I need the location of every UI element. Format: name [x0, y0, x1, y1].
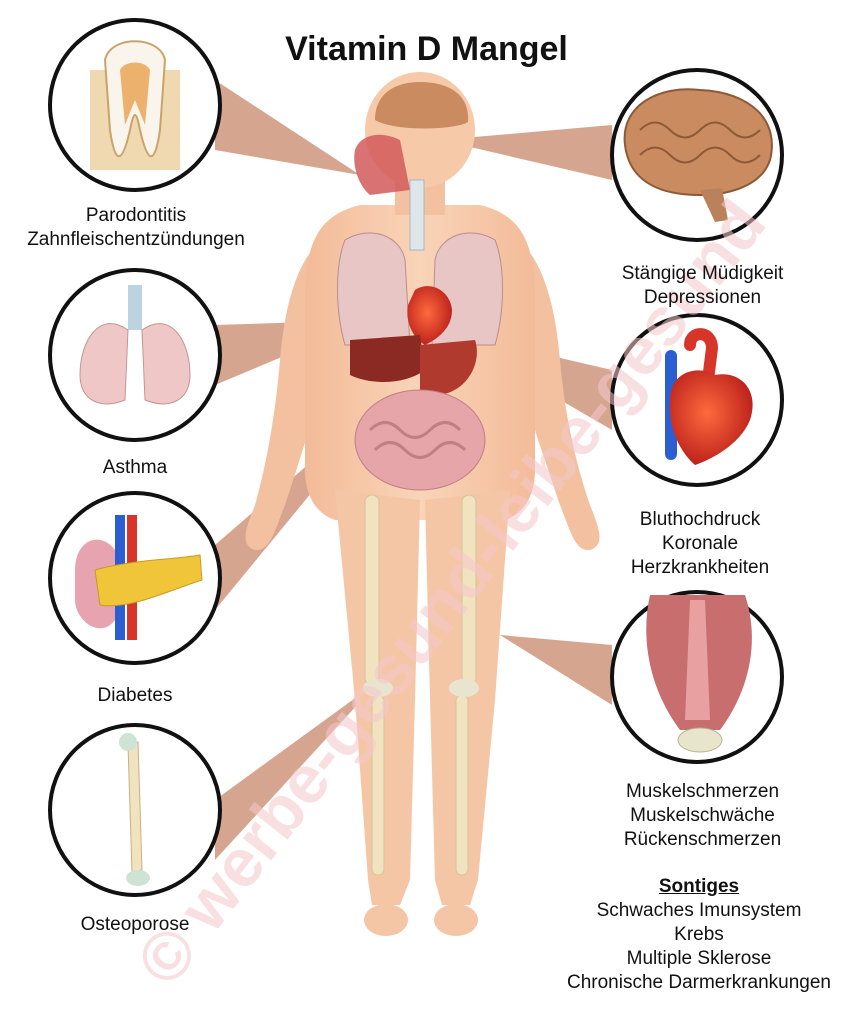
right-foot: [434, 904, 478, 936]
caption-heart: Bluthochdruck Koronale Herzkrankheiten: [600, 508, 800, 580]
trachea: [409, 179, 425, 251]
intestines: [354, 389, 486, 491]
caption-bone: Osteoporose: [50, 913, 220, 937]
human-body: [245, 72, 600, 936]
circle-bone: [48, 723, 222, 897]
head-brain: [375, 82, 469, 129]
circle-pancreas: [48, 491, 222, 665]
right-tibia: [455, 694, 469, 876]
caption-line: Stängige Müdigkeit: [621, 263, 784, 284]
caption-teeth: Parodontitis Zahnfleischentzündungen: [0, 204, 272, 252]
caption-line: Bluthochdruck: [639, 509, 761, 530]
circle-lungs: [48, 268, 222, 442]
caption-brain: Stängige Müdigkeit Depressionen: [585, 262, 820, 310]
liver: [350, 335, 425, 382]
other-item: Multiple Sklerose: [626, 948, 772, 969]
other-conditions: Sontiges Schwaches Imunsystem Krebs Mult…: [553, 875, 845, 995]
head-mouth-cavity: [354, 134, 410, 195]
pointer-muscle: [500, 635, 612, 705]
caption-pancreas: Diabetes: [60, 684, 210, 708]
caption-lungs: Asthma: [60, 456, 210, 480]
pointer-brain: [440, 125, 612, 180]
caption-line: Depressionen: [643, 287, 762, 308]
other-item: Krebs: [674, 924, 724, 945]
other-item: Schwaches Imunsystem: [596, 900, 802, 921]
stomach: [420, 340, 477, 395]
caption-line: Herzkrankheiten: [630, 557, 770, 578]
circle-muscle: [610, 590, 784, 764]
caption-line: Parodontitis: [85, 205, 187, 226]
caption-line: Zahnfleischentzündungen: [27, 229, 245, 250]
caption-line: Asthma: [102, 457, 168, 478]
right-leg: [425, 490, 510, 905]
left-lung: [337, 232, 411, 346]
pointer-bone: [215, 680, 380, 860]
pointer-teeth: [215, 80, 360, 175]
caption-line: Rückenschmerzen: [623, 829, 782, 850]
caption-line: Osteoporose: [80, 914, 190, 935]
circle-brain: [610, 68, 784, 242]
caption-line: Muskelschmerzen: [625, 781, 780, 802]
other-heading: Sontiges: [658, 876, 740, 897]
caption-line: Muskelschwäche: [630, 805, 775, 826]
caption-muscle: Muskelschmerzen Muskelschwäche Rückensch…: [585, 780, 820, 852]
body-heart: [407, 286, 452, 345]
caption-line: Koronale: [661, 533, 739, 554]
caption-line: Diabetes: [97, 685, 173, 706]
circle-heart: [610, 313, 784, 487]
circle-teeth: [48, 18, 222, 192]
left-foot: [364, 904, 408, 936]
other-item: Chronische Darmerkrankungen: [566, 972, 831, 993]
page-title: Vitamin D Mangel: [285, 30, 568, 68]
